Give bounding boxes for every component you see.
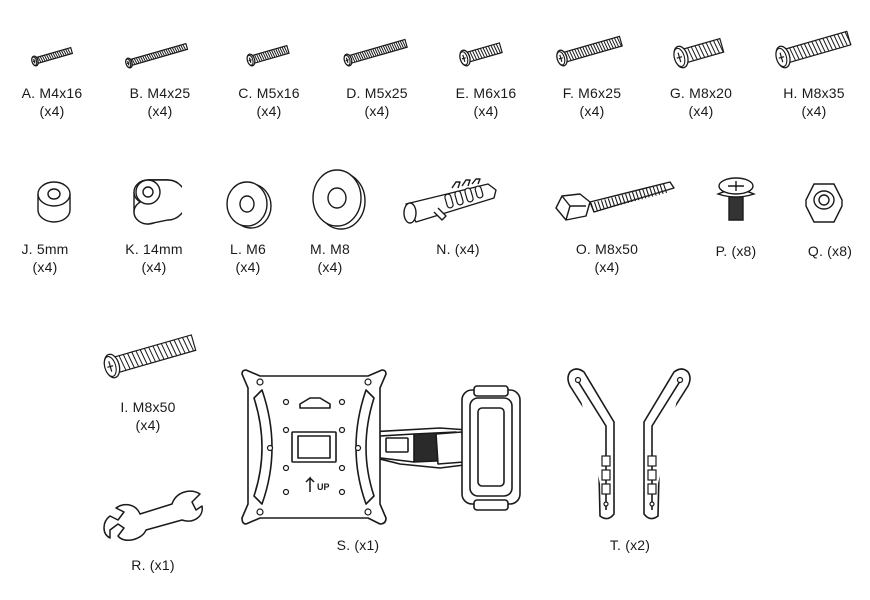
part-n-anchor: [398, 178, 502, 230]
part-j-qty: (x4): [32, 259, 58, 275]
part-j-spacer: [32, 178, 76, 226]
part-m-washer: [310, 168, 368, 232]
part-k-qty: (x4): [141, 259, 167, 275]
part-a-label: A. M4x16 (x4): [0, 84, 107, 120]
washer-m6-drawing: [226, 181, 272, 229]
part-s-label: S. (x1): [303, 536, 413, 554]
part-c-name: C. M5x16: [238, 85, 300, 101]
part-l-name: L. M6: [229, 241, 266, 257]
part-t-label: T. (x2): [575, 536, 685, 554]
part-h-qty: (x4): [801, 103, 827, 119]
part-o-qty: (x4): [594, 259, 620, 275]
part-c-screw: [243, 36, 299, 70]
part-s-name: S. (x1): [336, 537, 380, 553]
screw-m8x50-drawing: [103, 334, 197, 379]
part-o-label: O. M8x50 (x4): [552, 240, 662, 276]
part-m-name: M. M8: [310, 241, 350, 257]
spacer-5mm-drawing: [37, 181, 71, 223]
part-i-qty: (x4): [135, 417, 161, 433]
wrench-icon: [103, 490, 203, 542]
screw-m6x16-drawing: [459, 42, 503, 67]
part-d-screw: [340, 30, 418, 70]
part-t-name: T. (x2): [609, 537, 651, 553]
part-n-name: N. (x4): [436, 241, 480, 257]
part-o-bolt: [550, 170, 678, 230]
lock-nut-drawing: [805, 183, 843, 223]
screw-m6x25-drawing: [556, 35, 623, 67]
part-t-adapters: [564, 366, 694, 526]
part-j-label: J. 5mm (x4): [0, 240, 100, 276]
screw-m4x25-drawing: [125, 42, 189, 69]
part-b-label: B. M4x25 (x4): [105, 84, 215, 120]
screw-m5x16-drawing: [246, 44, 290, 67]
part-i-label: I. M8x50 (x4): [93, 398, 203, 434]
part-p-label: P. (x8): [681, 242, 791, 260]
part-d-qty: (x4): [364, 103, 390, 119]
part-a-name: A. M4x16: [21, 85, 83, 101]
part-h-name: H. M8x35: [783, 85, 845, 101]
wall-anchor-drawing: [403, 178, 497, 224]
part-q-nut: [804, 180, 844, 224]
part-k-label: K. 14mm (x4): [99, 240, 209, 276]
part-k-spacer: [126, 178, 182, 228]
part-h-label: H. M8x35 (x4): [759, 84, 869, 120]
part-e-name: E. M6x16: [455, 85, 517, 101]
part-i-screw: [98, 330, 202, 382]
part-b-qty: (x4): [147, 103, 173, 119]
part-m-label: M. M8 (x4): [275, 240, 385, 276]
part-l-washer: [225, 180, 275, 230]
part-j-name: J. 5mm: [21, 241, 69, 257]
part-r-name: R. (x1): [131, 557, 175, 573]
part-k-name: K. 14mm: [125, 241, 183, 257]
part-c-label: C. M5x16 (x4): [214, 84, 324, 120]
up-mark: UP: [317, 482, 330, 492]
part-e-label: E. M6x16 (x4): [431, 84, 541, 120]
part-g-screw: [668, 28, 732, 72]
part-g-qty: (x4): [688, 103, 714, 119]
part-g-name: G. M8x20: [669, 85, 733, 101]
part-b-name: B. M4x25: [129, 85, 191, 101]
part-e-screw: [455, 34, 511, 70]
hex-bolt-m8x50-drawing: [555, 181, 675, 221]
part-m-qty: (x4): [317, 259, 343, 275]
part-a-screw: [28, 38, 80, 70]
part-n-label: N. (x4): [403, 240, 513, 258]
part-h-screw: [770, 22, 858, 72]
part-p-screw: [716, 176, 756, 228]
short-screw-drawing: [716, 177, 756, 221]
screw-m8x20-drawing: [673, 37, 725, 69]
screw-m4x16-drawing: [31, 46, 74, 67]
part-d-label: D. M5x25 (x4): [322, 84, 432, 120]
screw-m8x35-drawing: [775, 30, 852, 69]
part-f-screw: [552, 26, 634, 70]
washer-m8-drawing: [312, 169, 366, 230]
part-l-label: L. M6 (x4): [193, 240, 303, 276]
part-r-label: R. (x1): [98, 556, 208, 574]
part-q-name: Q. (x8): [807, 243, 853, 259]
vesa-adapter-arms-drawing: [567, 368, 691, 520]
part-r-wrench: [100, 486, 204, 544]
part-i-name: I. M8x50: [120, 399, 176, 415]
part-f-qty: (x4): [579, 103, 605, 119]
screw-m5x25-drawing: [343, 38, 408, 67]
part-g-label: G. M8x20 (x4): [646, 84, 756, 120]
part-f-name: F. M6x25: [562, 85, 622, 101]
part-p-name: P. (x8): [715, 243, 757, 259]
part-e-qty: (x4): [473, 103, 499, 119]
part-o-name: O. M8x50: [575, 241, 639, 257]
part-q-label: Q. (x8): [775, 242, 870, 260]
part-b-screw: [122, 32, 198, 72]
part-d-name: D. M5x25: [346, 85, 408, 101]
part-a-qty: (x4): [39, 103, 65, 119]
swivel-wall-mount-drawing: UP: [241, 369, 521, 525]
part-l-qty: (x4): [235, 259, 261, 275]
part-c-qty: (x4): [256, 103, 282, 119]
part-s-wall-mount: UP: [240, 368, 532, 528]
spacer-14mm-drawing: [133, 179, 182, 225]
part-f-label: F. M6x25 (x4): [537, 84, 647, 120]
